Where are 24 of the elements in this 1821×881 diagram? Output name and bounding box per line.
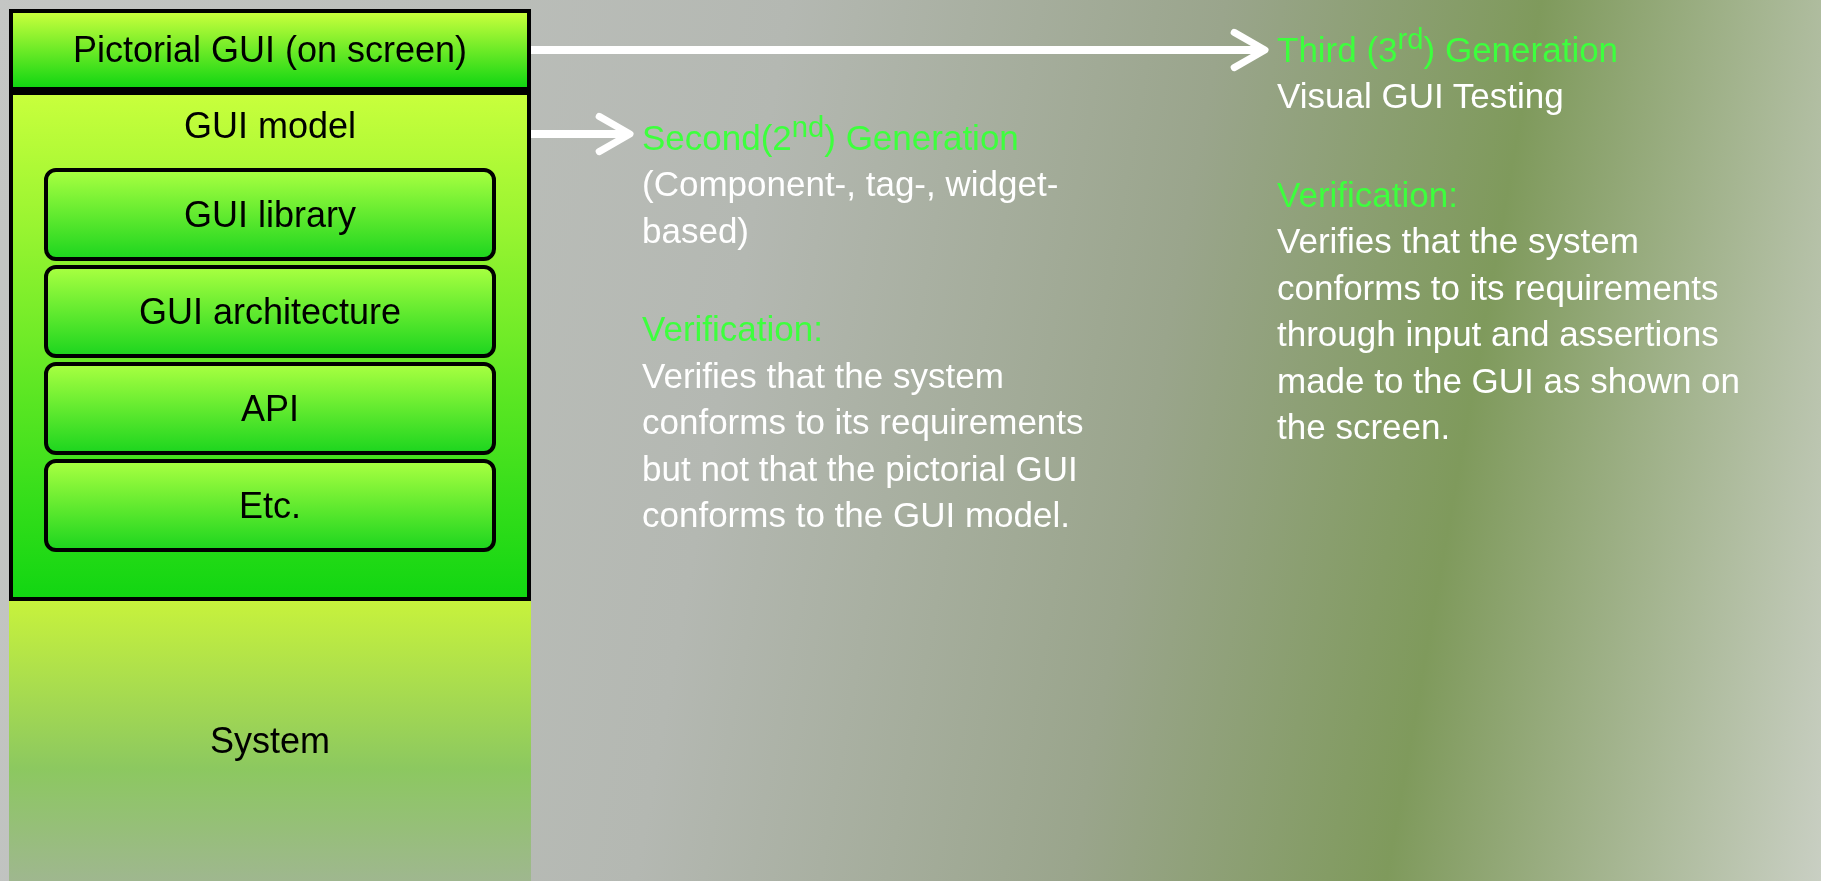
layer-box (44, 265, 496, 358)
description-text: Visual GUI Testing (1277, 75, 1565, 118)
layer-label: GUI model (182, 105, 358, 147)
layer-label: GUI architecture (138, 290, 402, 333)
layer-label: Pictorial GUI (on screen) (72, 29, 468, 71)
layer-label: System (210, 720, 330, 762)
description-text: Verifies that the system conforms to its requirements through input and assertions made to the GUI as shown on the screen. (1277, 220, 1742, 449)
layer-box (44, 168, 496, 261)
layer-label: GUI library (184, 193, 356, 236)
arrow (531, 28, 1269, 72)
layer-box (44, 459, 496, 552)
arrow (531, 112, 634, 156)
description-text: (Component-, tag-, widget-based) (642, 163, 1060, 252)
layer-box (9, 91, 531, 601)
heading: Verification: (1277, 173, 1459, 216)
layer-box (9, 9, 531, 91)
heading: Verification: (642, 308, 824, 351)
layer-label: Etc. (239, 484, 301, 527)
description-text: Verifies that the system conforms to its requirements but not that the pictorial GUI conforms to the GUI model. (642, 354, 1085, 537)
heading: Third (3$^{rd}$) Generation (1277, 22, 1620, 71)
layer-box (44, 362, 496, 455)
layer-box (9, 601, 531, 881)
heading: Second(2$^{nd}$) Generation (642, 110, 1020, 159)
layer-label: API (241, 387, 299, 430)
